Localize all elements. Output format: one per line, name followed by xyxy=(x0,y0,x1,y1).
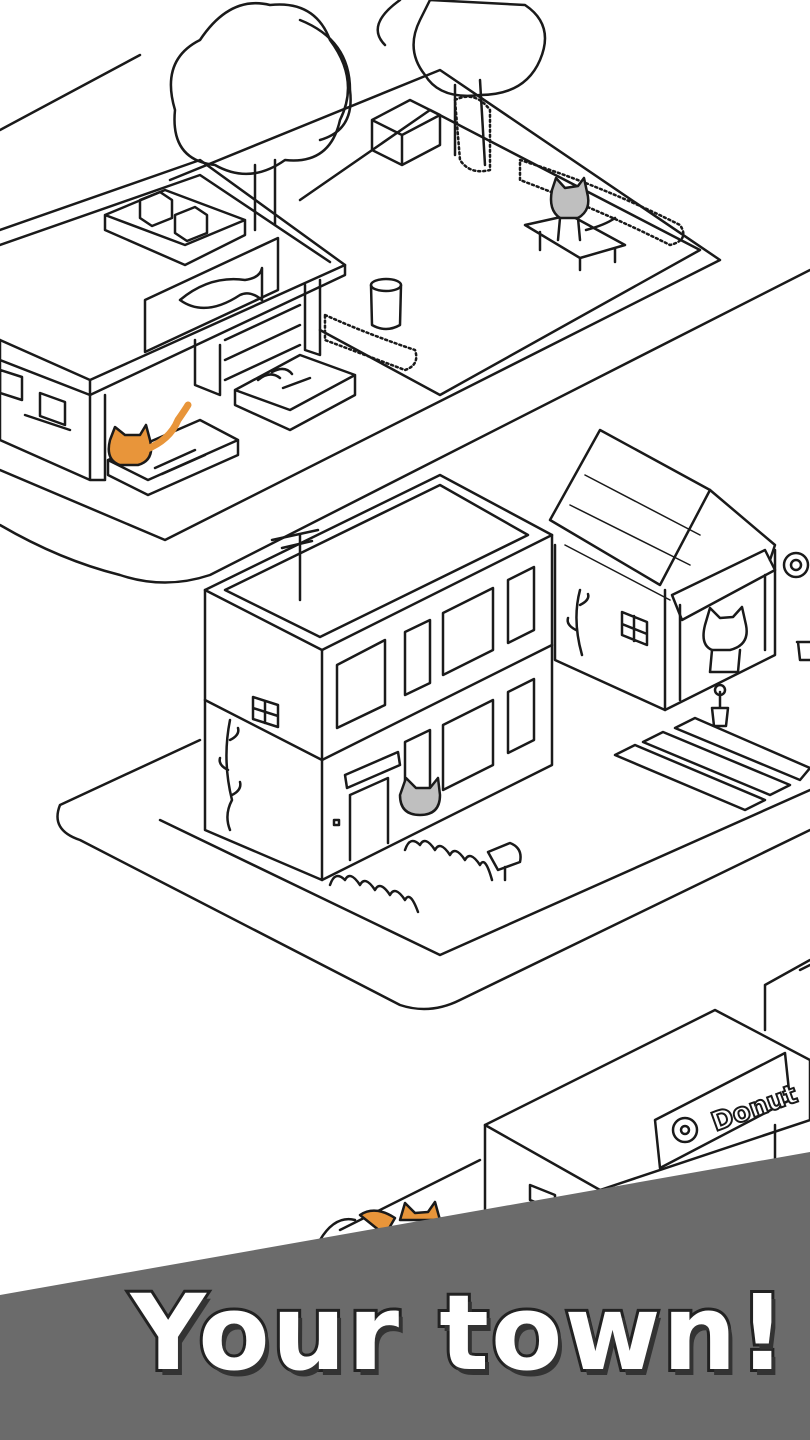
two-story-building xyxy=(203,473,554,882)
tree-right xyxy=(376,0,547,167)
fish-shop xyxy=(0,158,357,497)
orange-cat-shop xyxy=(107,401,192,467)
white-cat-house xyxy=(702,605,748,674)
banner-background xyxy=(0,1152,810,1440)
mailbox xyxy=(486,841,522,882)
park-plot xyxy=(298,108,702,397)
flower-pots xyxy=(710,551,810,728)
road-edge-top xyxy=(0,53,810,584)
gray-cat-door xyxy=(398,776,442,817)
park-box xyxy=(370,98,442,167)
tree-left xyxy=(169,1,352,232)
middle-block-plot xyxy=(158,788,810,957)
donut-sign-label: Donut xyxy=(708,1079,802,1138)
middle-block-pavement xyxy=(56,738,810,1011)
small-house xyxy=(548,428,777,712)
trash-can xyxy=(369,277,403,331)
donut-shop xyxy=(483,958,810,1222)
garden-planters xyxy=(613,716,810,812)
park-bench xyxy=(523,213,627,272)
bike-racks xyxy=(328,839,494,914)
gray-cat-bench xyxy=(549,176,617,242)
banner-title: Your town! xyxy=(128,1269,789,1397)
